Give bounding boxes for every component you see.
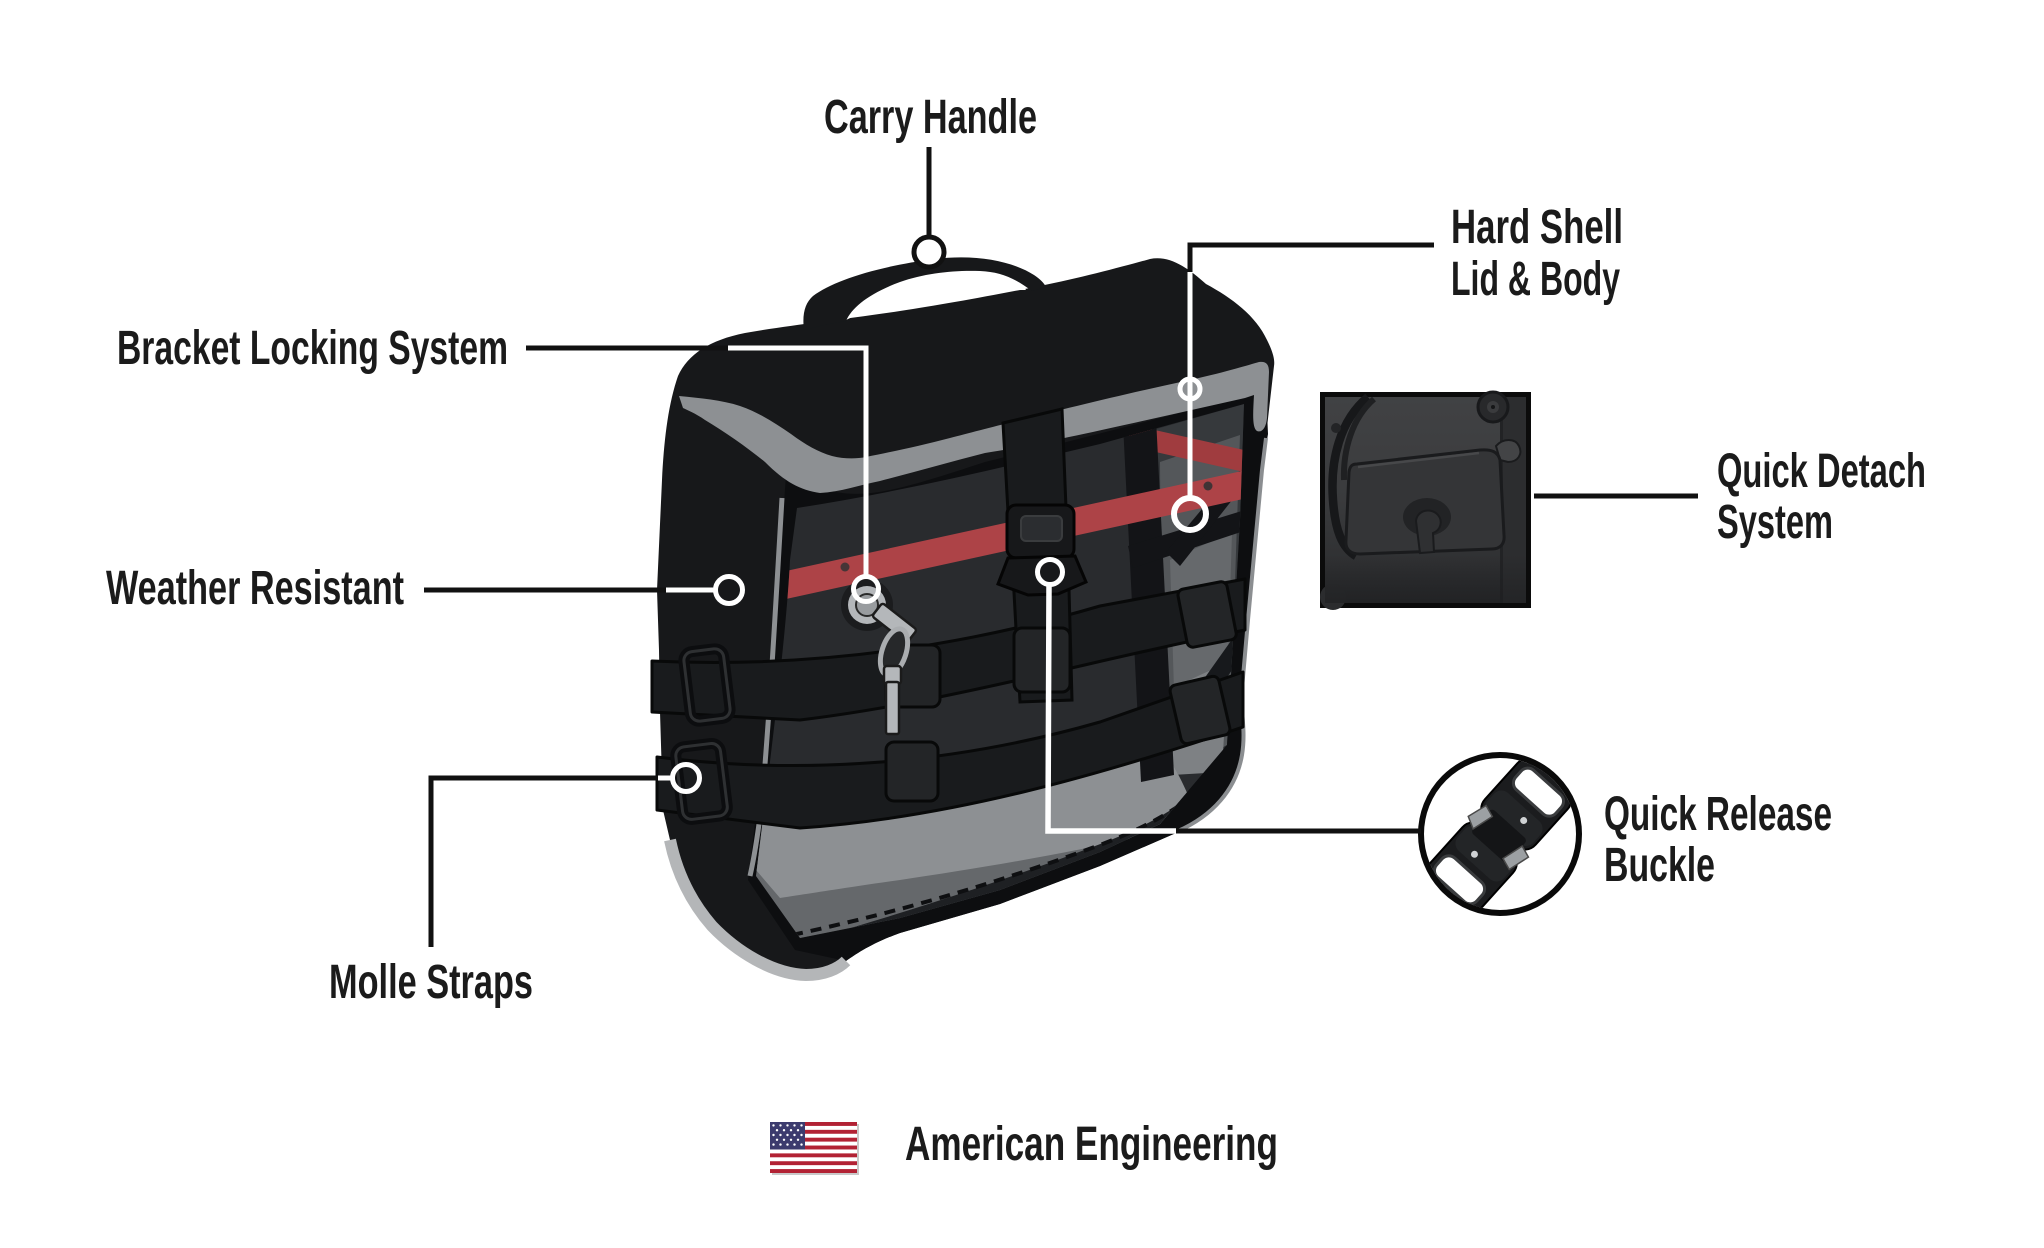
svg-text:Buckle: Buckle <box>1604 839 1715 892</box>
svg-text:American Engineering: American Engineering <box>905 1118 1278 1171</box>
svg-text:Carry Handle: Carry Handle <box>824 91 1037 144</box>
svg-text:Bracket Locking System: Bracket Locking System <box>117 322 508 375</box>
svg-text:Weather Resistant: Weather Resistant <box>106 562 404 615</box>
svg-text:System: System <box>1717 496 1833 549</box>
svg-text:Hard Shell: Hard Shell <box>1451 201 1623 254</box>
svg-text:Lid & Body: Lid & Body <box>1451 253 1620 306</box>
svg-text:Molle Straps: Molle Straps <box>329 956 533 1009</box>
svg-text:Quick Detach: Quick Detach <box>1717 445 1926 498</box>
svg-text:Quick Release: Quick Release <box>1604 788 1832 841</box>
